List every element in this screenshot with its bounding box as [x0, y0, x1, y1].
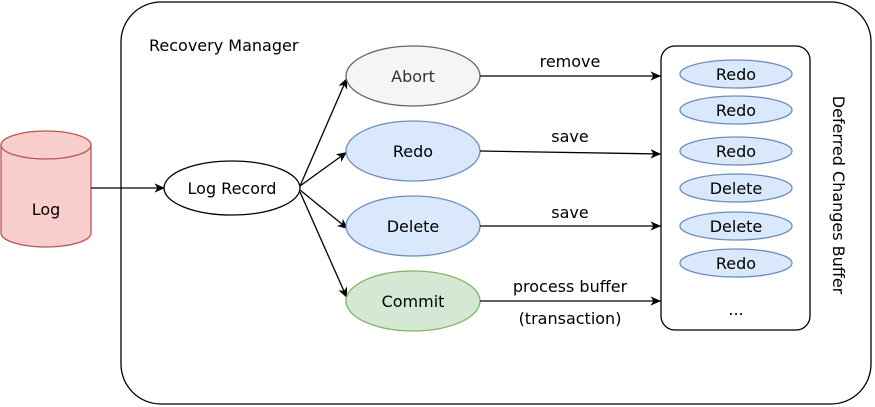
buffer-item-label: Redo: [716, 65, 756, 84]
commit-label: Commit: [382, 292, 445, 311]
buffer-item-label: Redo: [716, 101, 756, 120]
buffer-item-label: Redo: [716, 254, 756, 273]
buffer-item-label: Delete: [710, 179, 763, 198]
redo-label: Redo: [393, 142, 433, 161]
delete-label: Delete: [387, 217, 440, 236]
buffer-item: [679, 173, 793, 203]
abort-label: Abort: [391, 67, 435, 86]
buffer-item: [679, 248, 793, 278]
edge-delete-label: save: [551, 203, 588, 222]
edge-redo-label: save: [551, 127, 588, 146]
log-record-label: Log Record: [188, 179, 277, 198]
recovery-manager-title: Recovery Manager: [149, 36, 299, 55]
buffer-item-label: Redo: [716, 142, 756, 161]
edge-record-to-delete: [299, 189, 349, 230]
buffer-item-label: Delete: [710, 217, 763, 236]
edge-redo-to-buffer: [479, 149, 662, 159]
buffer-item: [679, 59, 793, 89]
edge-abort-label: remove: [540, 52, 601, 71]
edge-commit-label-2: (transaction): [519, 309, 622, 328]
buffer-title: Deferred Changes Buffer: [829, 96, 848, 295]
log-cylinder: Log: [0, 130, 92, 248]
edge-record-to-abort: [299, 77, 348, 187]
edge-record-to-commit: [299, 191, 348, 299]
edge-record-to-redo: [299, 151, 348, 187]
log-record-node: [163, 160, 301, 216]
buffer-item: [679, 211, 793, 241]
buffer-item: [679, 136, 793, 166]
log-label: Log: [32, 200, 61, 219]
buffer-item: [679, 95, 793, 125]
edge-commit-label-1: process buffer: [513, 277, 628, 296]
buffer-ellipsis: ...: [728, 300, 743, 319]
